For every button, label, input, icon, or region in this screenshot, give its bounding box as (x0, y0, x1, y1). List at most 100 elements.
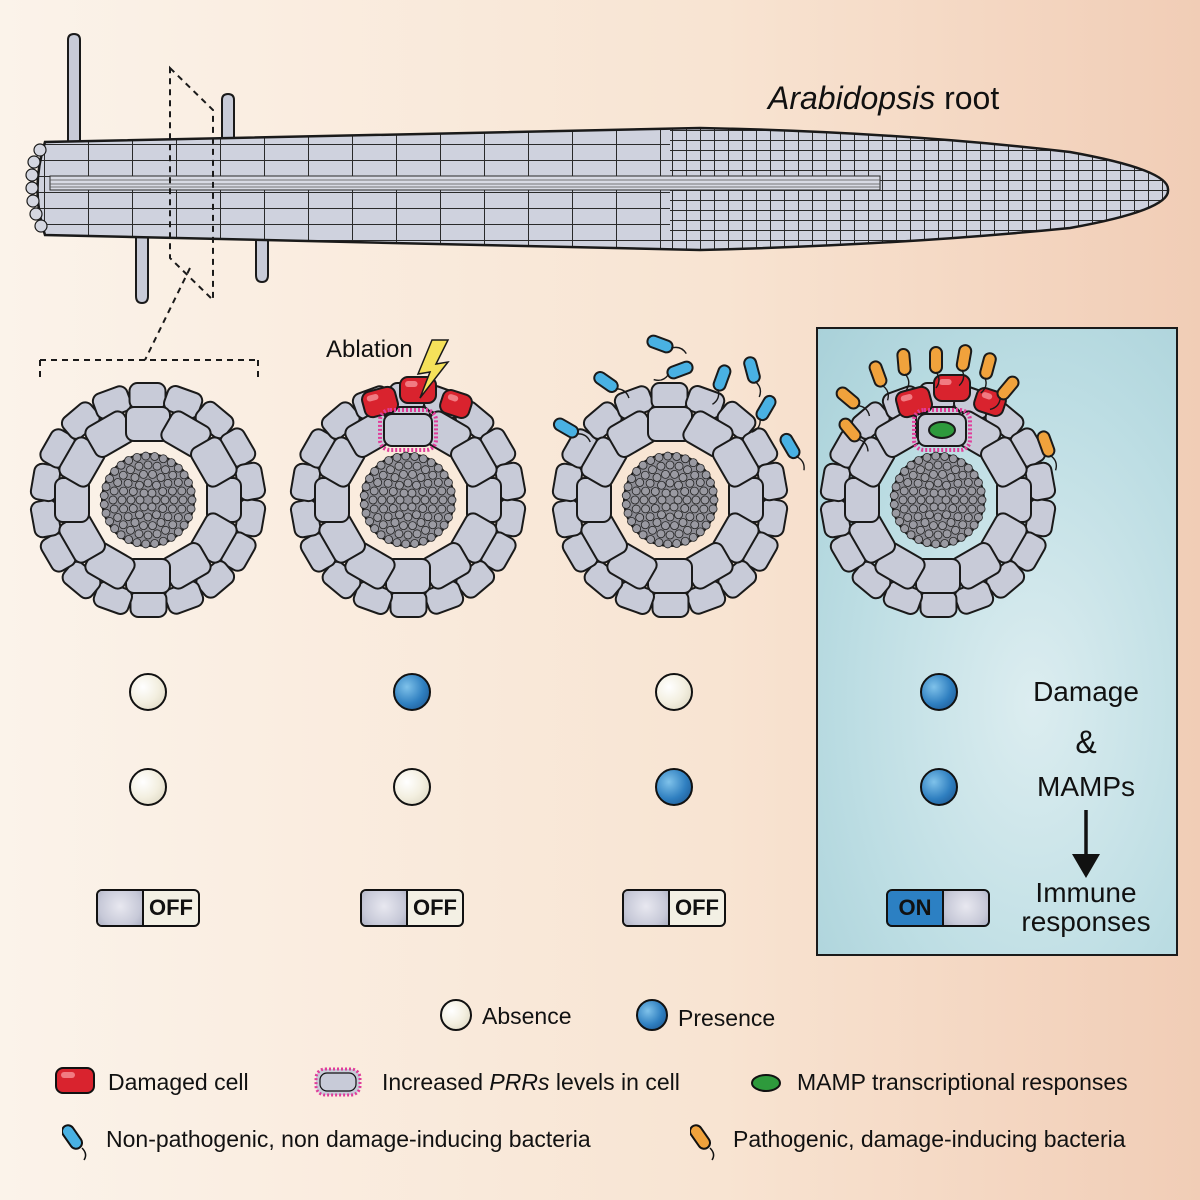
vascular-cell (889, 491, 899, 500)
nonpathogenic-bacteria-icon (62, 1124, 87, 1161)
flagellum (857, 438, 869, 452)
vascular-cell (378, 520, 388, 530)
vascular-cell (365, 474, 374, 484)
vascular-cell (631, 486, 641, 496)
vascular-cell (135, 510, 144, 520)
bacterium (955, 344, 973, 372)
vascular-cell (665, 478, 675, 488)
vascular-cell (908, 520, 918, 530)
vascular-cell (394, 461, 404, 471)
vascular-cell (132, 538, 142, 547)
vascular-cell (695, 463, 705, 473)
vascular-cell (403, 478, 413, 488)
vascular-cell (411, 495, 421, 505)
vascular-cell (173, 513, 183, 522)
legend-pathogenic: Pathogenic, damage-inducing bacteria (733, 1126, 1126, 1152)
bacterium (552, 417, 580, 439)
vascular-cell (695, 513, 705, 522)
cell-highlight (405, 381, 418, 387)
cell-highlight (900, 394, 913, 402)
vascular-cell (378, 470, 388, 480)
vascular-cell (178, 495, 188, 505)
vascular-cell (645, 512, 655, 522)
vascular-cell (141, 451, 151, 461)
vascular-cell (147, 502, 157, 512)
vascular-cell (418, 536, 428, 546)
cortex-cell (712, 436, 760, 488)
vascular-cell (623, 508, 633, 518)
vascular-cell (143, 530, 153, 540)
vascular-cell (918, 487, 928, 496)
vascular-cell (650, 487, 660, 496)
vascular-cell (661, 502, 671, 512)
vascular-cell (126, 495, 136, 505)
vascular-cell (683, 465, 692, 475)
vascular-cell (706, 478, 715, 488)
vascular-cell (951, 525, 960, 535)
down-arrow-icon (1072, 810, 1100, 878)
vascular-cell (665, 530, 675, 540)
vascular-cell (661, 521, 670, 531)
vascular-cell (680, 504, 690, 513)
vascular-cell (956, 532, 966, 542)
bacterium (779, 432, 801, 460)
vascular-cell (359, 500, 369, 509)
vascular-cell (903, 478, 913, 487)
vascular-cell (621, 500, 631, 509)
vascular-cell (412, 529, 422, 539)
vascular-cell (916, 525, 925, 535)
vascular-cell (169, 495, 179, 505)
vascular-cell (370, 466, 380, 476)
vascular-cell (948, 454, 958, 464)
vascular-cell (123, 512, 133, 522)
bacterium (896, 348, 912, 376)
vascular-cell (913, 512, 923, 522)
vascular-cell (139, 502, 149, 512)
vascular-cell (678, 518, 688, 527)
vascular-cell (394, 529, 404, 539)
vascular-cell (376, 460, 386, 470)
vascular-cell (690, 486, 699, 496)
cortex-cell (190, 436, 238, 488)
vascular-cell (931, 539, 941, 549)
vascular-cell (963, 463, 973, 473)
switch-off-3: OFF (622, 889, 726, 927)
vascular-cell (933, 478, 943, 488)
vascular-cell (433, 478, 443, 487)
vascular-cell (408, 469, 417, 479)
vascular-cell (152, 510, 161, 520)
pathogenic-bacteria-icon (690, 1124, 715, 1161)
vascular-cell (691, 495, 701, 505)
vascular-cell (709, 495, 719, 505)
bacterium (646, 334, 674, 354)
vascular-cell (160, 495, 170, 505)
vascular-cell (158, 454, 168, 464)
vascular-cell (946, 518, 956, 527)
vascular-cell (99, 491, 109, 500)
prr-halo (912, 408, 972, 452)
vascular-cell (407, 488, 417, 498)
vascular-cell (688, 458, 698, 468)
vascular-cell (708, 486, 718, 496)
legend-damaged-cell: Damaged cell (108, 1069, 249, 1095)
flagellum (958, 369, 965, 387)
vascular-cell (959, 495, 969, 505)
vascular-cell (151, 495, 161, 505)
vascular-cell (158, 504, 168, 513)
vascular-cell (113, 513, 123, 522)
responses-text: responses (1021, 906, 1151, 937)
vascular-cell (99, 500, 109, 509)
vascular-cell (444, 512, 453, 522)
vascular-cell (410, 452, 420, 461)
vascular-cell (680, 454, 690, 464)
vascular-cell (699, 486, 709, 496)
vascular-cell (627, 516, 636, 526)
vascular-cell (906, 530, 916, 540)
vascular-cell (177, 486, 187, 496)
vascular-cell (161, 465, 170, 475)
prr-halo (378, 408, 438, 452)
presence-legend-icon (636, 999, 668, 1031)
vascular-cell (418, 454, 428, 464)
vascular-cell (143, 460, 153, 470)
